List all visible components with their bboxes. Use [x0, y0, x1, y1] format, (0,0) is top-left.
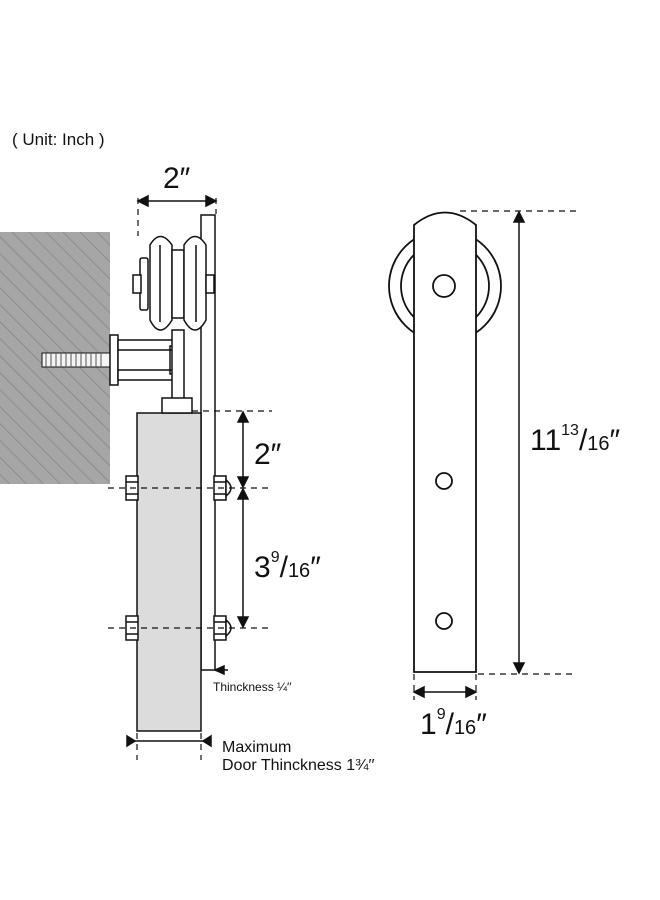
right-dashed-guides — [413, 210, 576, 700]
plate-thickness-label: Thinckness ¼′′ — [213, 680, 292, 694]
hanger-width-mark: ″ — [476, 708, 487, 741]
bolt-spacing-mark: ″ — [310, 551, 321, 584]
hanger-height-whole: 11 — [530, 424, 562, 457]
wall-spacer — [109, 334, 183, 386]
left-dashed-guides — [108, 198, 272, 760]
door-thickness-line2: Door Thinckness 1¾′′ — [222, 757, 375, 774]
hanger-height-denominator: 16 — [587, 433, 610, 455]
hanger-width-whole: 1 — [420, 708, 437, 741]
hanger-width-denominator: 16 — [453, 717, 477, 739]
hanger-front-view — [388, 211, 502, 673]
top-gap-label: 2″ — [254, 438, 282, 471]
lag-bolt — [41, 352, 111, 368]
wheel-width-label: 2″ — [163, 162, 191, 195]
hanger-width-label: 19/16″ — [420, 706, 487, 741]
door-panel — [136, 412, 202, 732]
right-dimension-lines — [412, 210, 526, 699]
hanger-width-numerator: 9 — [436, 706, 446, 723]
anti-jump-block — [161, 397, 193, 414]
hanger-height-label: 1113/16″ — [530, 422, 621, 457]
hanger-height-numerator: 13 — [561, 422, 579, 439]
wheel-side — [132, 235, 215, 401]
left-dimension-lines — [126, 194, 250, 748]
bolt-spacing-label: 39/16″ — [254, 549, 321, 584]
bolt-spacing-denominator: 16 — [287, 560, 311, 582]
door-thickness-line1: Maximum — [222, 739, 292, 756]
hanger-height-mark: ″ — [609, 424, 621, 457]
bolt-spacing-numerator: 9 — [270, 549, 280, 566]
bolt-spacing-whole: 3 — [254, 551, 271, 584]
unit-label: ( Unit: Inch ) — [12, 130, 105, 149]
